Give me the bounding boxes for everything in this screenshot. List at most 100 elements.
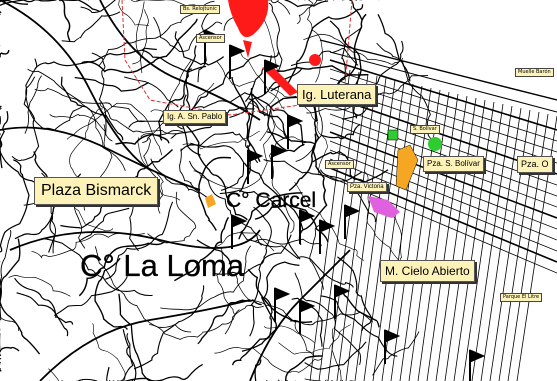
grid-street: [318, 71, 360, 381]
callout-m-cielo-abierto[interactable]: M. Cielo Abierto: [380, 260, 475, 282]
street-line: [215, 232, 275, 252]
street-line: [118, 0, 165, 27]
street-line: [376, 75, 429, 97]
street-line: [231, 76, 261, 162]
street-line: [247, 102, 287, 139]
street-line: [294, 272, 362, 366]
street-line: [25, 76, 84, 131]
grid-street: [426, 95, 468, 381]
street-line: [214, 346, 323, 373]
callout-pza-bolivar[interactable]: Pza. S. Bolívar: [423, 156, 484, 172]
street-line: [254, 203, 329, 243]
grid-street: [329, 158, 557, 252]
grid-street: [329, 176, 557, 274]
street-line: [303, 33, 403, 65]
street-line: [174, 216, 230, 282]
street-line: [269, 136, 312, 234]
street-line: [290, 311, 374, 326]
circle-marker-icon: [428, 137, 442, 151]
street-line: [179, 94, 201, 156]
street-line: [268, 87, 328, 175]
street-line: [320, 295, 398, 357]
square-marker-icon: [387, 129, 399, 141]
callout-plaza-bismarck[interactable]: Plaza Bismarck: [34, 177, 159, 205]
street-line: [118, 293, 159, 381]
street-line: [48, 333, 134, 381]
flag-marker-icon: [319, 219, 336, 254]
callout-ig-san-pablo[interactable]: Ig. A. Sn. Pablo: [163, 110, 227, 124]
street-line: [304, 328, 342, 381]
street-line: [8, 275, 71, 297]
street-line: [291, 297, 323, 347]
grid-street: [435, 97, 477, 381]
street-line: [342, 40, 404, 120]
flag-marker-icon: [271, 144, 288, 179]
grid-street: [489, 109, 531, 381]
street-line: [53, 276, 128, 317]
label-bolivar-small: S. Bolívar: [410, 125, 440, 134]
street-line: [137, 137, 181, 201]
grid-street: [336, 75, 378, 381]
label-muelle: Muelle Barón: [515, 68, 554, 77]
callout-ig-luterana[interactable]: Ig. Luterana: [297, 84, 377, 105]
street-line: [158, 68, 192, 141]
street-line: [267, 90, 313, 153]
grid-street: [319, 39, 557, 101]
flag-marker-icon: [344, 204, 361, 239]
grid-street: [329, 140, 557, 230]
street-line: [255, 238, 323, 246]
street-line: [179, 148, 210, 200]
street-line: [94, 246, 192, 333]
street-line: [224, 304, 264, 335]
street-line: [190, 142, 245, 191]
street-line: [78, 207, 130, 242]
label-parque: Parque El Litre: [500, 293, 543, 302]
street-line: [185, 125, 248, 221]
flag-marker-icon: [274, 287, 291, 322]
street-line: [342, 289, 380, 328]
grid-street: [345, 77, 387, 381]
street-line: [337, 256, 373, 332]
orange-area: [395, 144, 419, 191]
street-line: [309, 219, 325, 290]
street-line: [216, 247, 236, 316]
main-road: [9, 229, 261, 251]
street-line: [132, 9, 149, 65]
street-line: [182, 130, 260, 150]
street-line: [278, 324, 352, 355]
flag-marker-icon: [247, 149, 264, 184]
street-line: [248, 98, 289, 139]
street-line: [0, 229, 12, 331]
street-line: [231, 296, 277, 366]
street-line: [24, 75, 42, 134]
street-line: [304, 341, 367, 370]
street-line: [0, 315, 19, 364]
street-line: [249, 92, 304, 147]
grid-street: [329, 149, 557, 241]
callout-pza-o[interactable]: Pza. O: [517, 156, 553, 173]
street-line: [34, 47, 157, 70]
street-line: [241, 261, 300, 352]
street-line: [174, 31, 225, 66]
street-line: [133, 285, 205, 370]
street-line: [143, 137, 163, 214]
grid-street: [329, 51, 557, 113]
street-line: [243, 162, 304, 230]
callout-pza-victoria[interactable]: Pza. Victoria: [347, 182, 387, 192]
street-line: [281, 355, 323, 381]
street-line: [287, 0, 323, 83]
street-line: [106, 363, 203, 381]
street-line: [298, 133, 328, 246]
street-line: [149, 309, 240, 340]
street-line: [80, 0, 123, 14]
street-line: [0, 44, 10, 58]
red-marker: [309, 54, 321, 66]
street-line: [197, 298, 262, 345]
street-line: [312, 150, 389, 184]
grid-street: [453, 101, 495, 381]
orange-area: [205, 194, 216, 208]
street-line: [16, 292, 69, 337]
street-line: [147, 191, 197, 244]
